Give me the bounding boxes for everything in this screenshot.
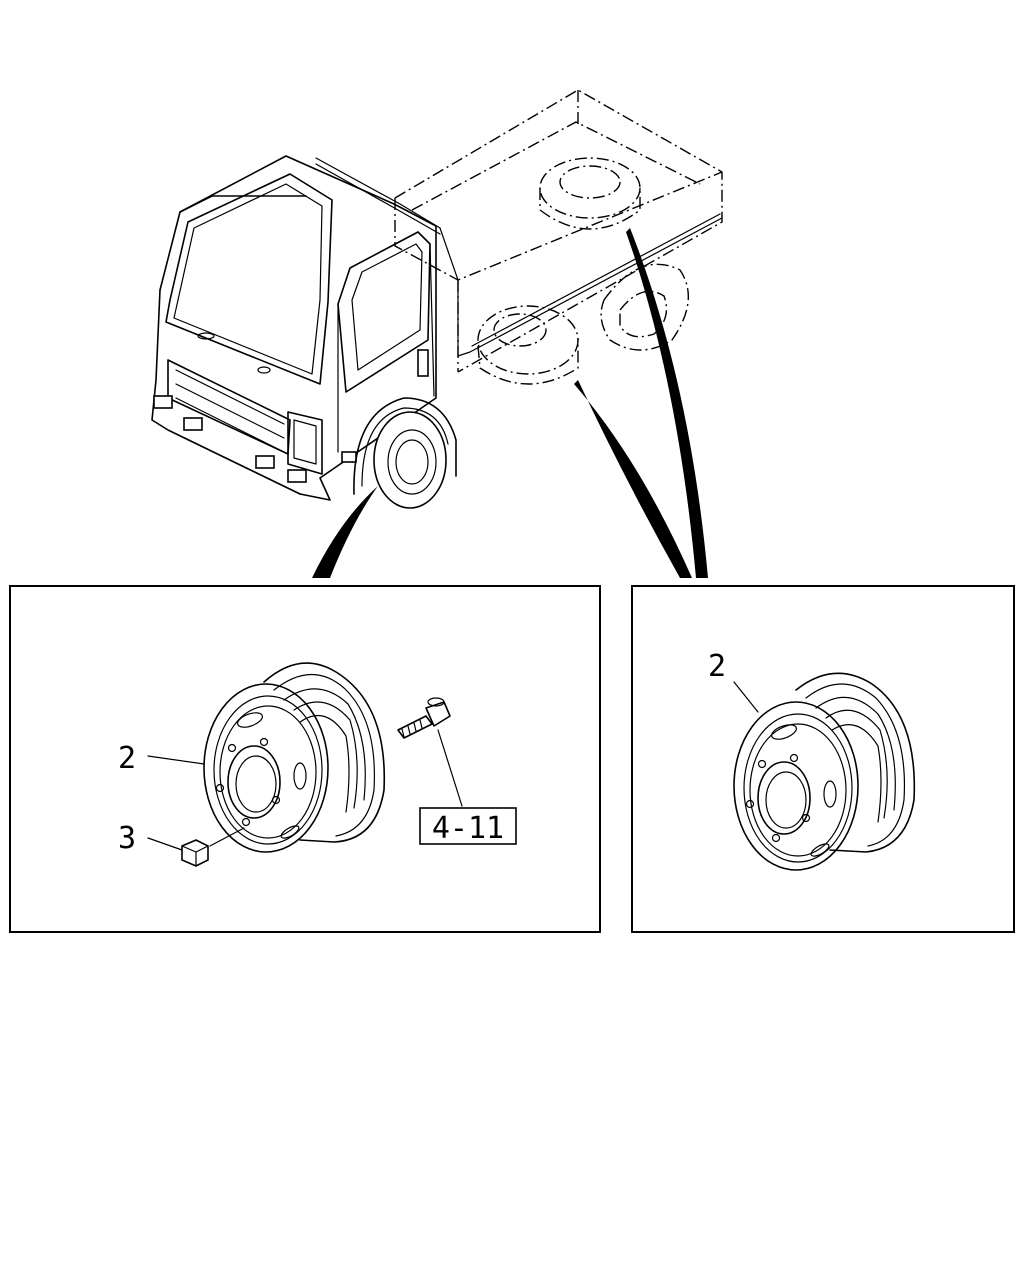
disc-wheel-rim-icon [203,662,386,853]
callout-3-left: 3 [118,821,136,856]
callout-2-left: 2 [118,741,136,776]
callout-leaders-left [147,729,463,851]
callout-2-right: 2 [708,649,726,684]
truck-illustration [151,89,723,501]
wheel-nut-icon [181,839,209,867]
reference-label: 4-11 [432,811,504,846]
dual-disc-wheel-rim-icon [733,672,916,871]
front-wheel-detail-panel [9,585,601,933]
reference-box-4-11: 4-11 [419,807,517,846]
rear-wheel-detail-panel [631,585,1015,933]
wheel-stud-bolt-icon [397,697,451,739]
front-wheel [373,411,447,509]
callout-leaders-right [733,681,759,713]
leader-wedges [312,228,708,578]
